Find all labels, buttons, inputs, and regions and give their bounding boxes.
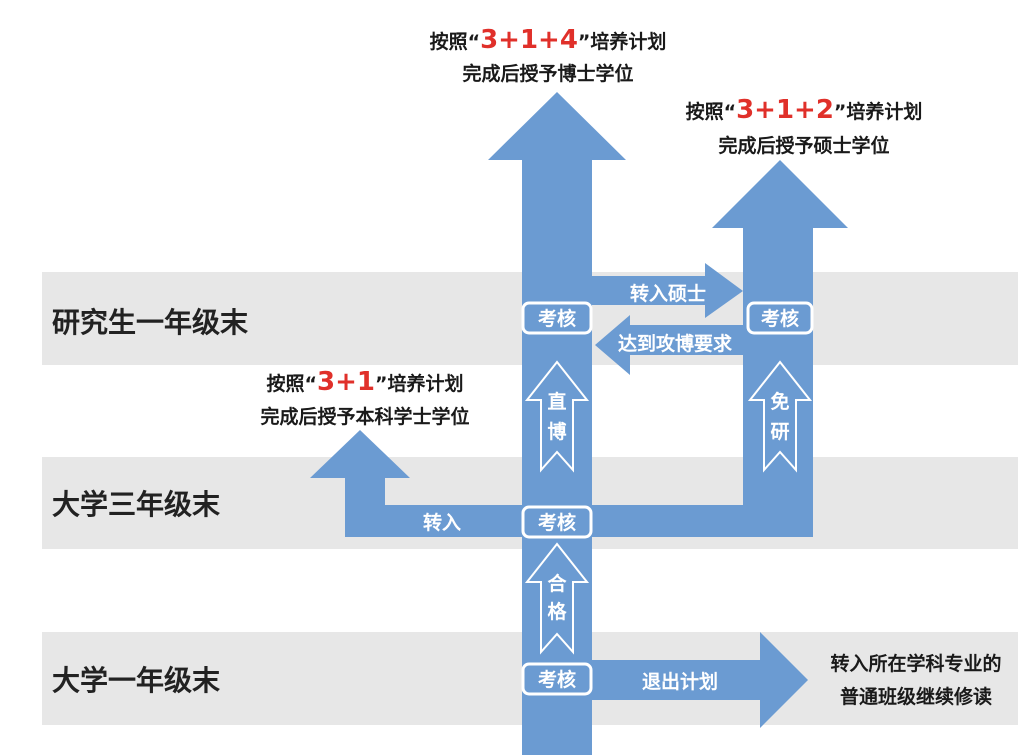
exit-arrow [592, 632, 808, 728]
exit-label: 退出计划 [642, 670, 718, 693]
level-label-undergrad-year1: 大学一年级末 [52, 664, 220, 697]
assessment-label: 考核 [761, 307, 799, 330]
bachelor-arrow [310, 430, 522, 537]
level-label-undergrad-year3: 大学三年级末 [52, 488, 220, 521]
phd-caption-line1: 按照“3+1+4”培养计划 [430, 25, 667, 55]
assessment-box-year3 [521, 505, 593, 539]
exempt-char2: 研 [770, 421, 789, 443]
level-label-grad-year1: 研究生一年级末 [52, 306, 248, 339]
phd-caption-line2: 完成后授予博士学位 [462, 62, 633, 85]
phd-main-arrow [488, 92, 626, 755]
bachelor-caption-line1: 按照“3+1”培养计划 [267, 367, 464, 397]
pass-hollow-arrow [524, 542, 590, 655]
master-arrow [592, 160, 848, 537]
assessment-label: 考核 [538, 668, 576, 691]
assessment-label: 考核 [538, 307, 576, 330]
pass-char1: 合 [547, 572, 567, 595]
assessment-label: 考核 [538, 511, 576, 534]
direct-phd-hollow-arrow [524, 360, 590, 473]
assessment-box-year1 [521, 662, 593, 696]
master-caption-line1: 按照“3+1+2”培养计划 [686, 95, 923, 125]
master-caption-line2: 完成后授予硕士学位 [718, 134, 889, 157]
pass-char2: 格 [547, 600, 567, 623]
transfer-label: 转入 [423, 511, 461, 534]
assessment-box-master [746, 301, 814, 335]
to-phd-label: 达到攻博要求 [618, 332, 733, 355]
exit-note-line1: 转入所在学科专业的 [830, 652, 1001, 675]
to-master-arrow [592, 263, 743, 318]
to-phd-arrow [595, 315, 743, 375]
assessment-box-phd [521, 301, 593, 335]
exit-note-line2: 普通班级继续修读 [840, 685, 992, 708]
direct-phd-char2: 博 [547, 420, 566, 443]
bachelor-caption-line2: 完成后授予本科学士学位 [260, 405, 469, 428]
direct-phd-char1: 直 [547, 390, 566, 413]
to-master-label: 转入硕士 [630, 282, 706, 305]
exempt-char1: 免 [770, 390, 789, 413]
exempt-hollow-arrow [747, 360, 813, 473]
